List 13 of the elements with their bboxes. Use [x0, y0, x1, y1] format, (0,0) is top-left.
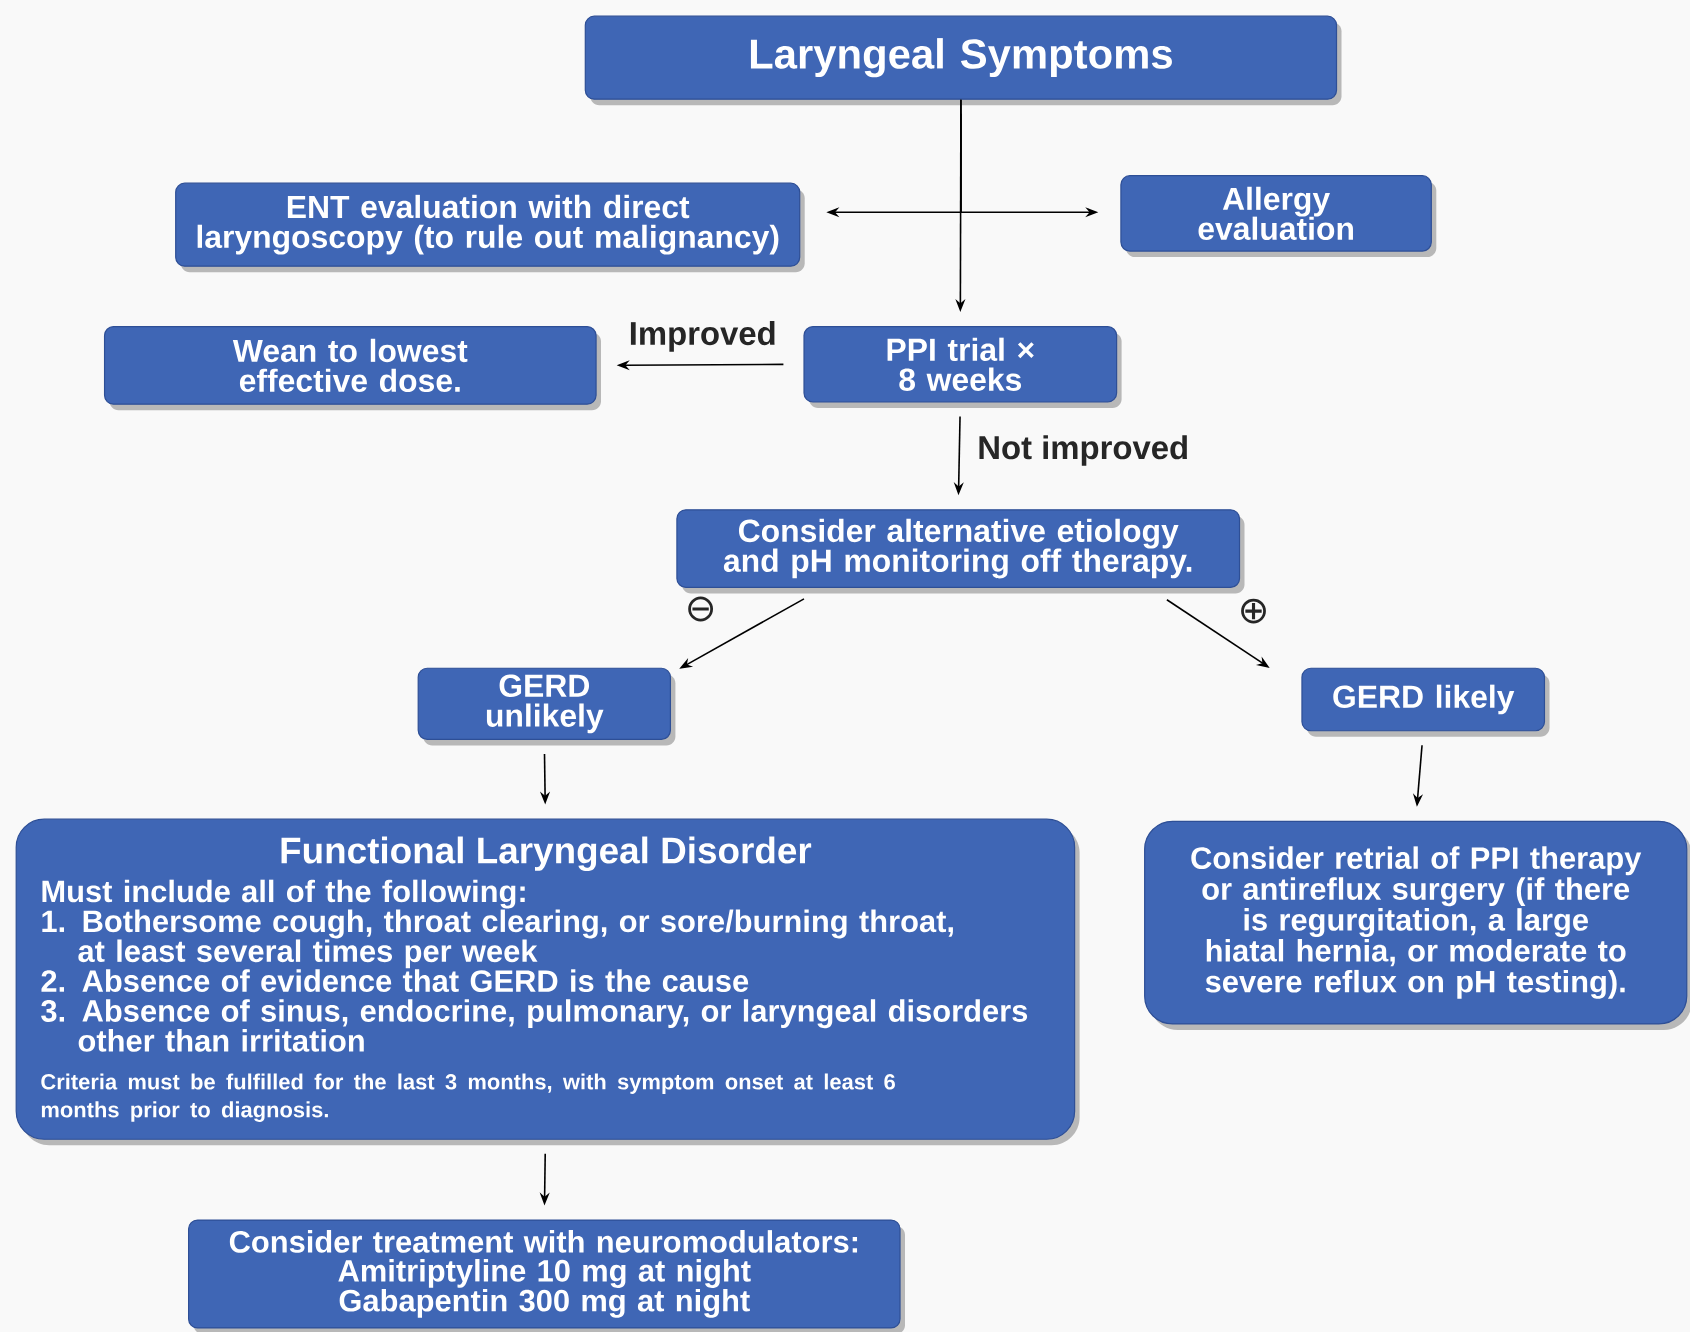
process-box: Consider retrial of PPI therapy or antireflux surgery (if there is regurgitation, a large hiatal hernia, or moderate to severe reflux on pH testing).: [1144, 820, 1690, 1030]
process-box: GERD unlikely: [417, 667, 676, 746]
heading-box: Laryngeal Symptoms: [584, 15, 1342, 106]
process-box: PPI trial × 8 weeks: [803, 326, 1122, 408]
edge-label: Improved: [626, 319, 779, 354]
process-box: Consider alternative etiology and pH monitoring off therapy.: [676, 509, 1245, 594]
criteria-box: Functional Laryngeal Disorder Must include all of the following: 1. Bothersome cough, throat clearing, or sore/burning throat, at least several times per week 2. Absence of evidence that GERD is the cause 3. Absence of sinus, endocrine, pulmonary, or laryngeal disorders other than irritation Criteria must be fulfilled for the last 3 months, with symptom onset at least 6 months prior to diagnosis.: [15, 818, 1080, 1146]
process-box: Wean to lowest effective dose.: [103, 326, 601, 411]
process-box: Consider treatment with neuromodulators: Amitriptyline 10 mg at night Gabapentin 300 mg at night: [188, 1219, 905, 1332]
edge-label: Not improved: [975, 433, 1192, 468]
process-box: Allergy evaluation: [1120, 175, 1437, 258]
process-box: ENT evaluation with direct laryngoscopy (to rule out malignancy): [175, 182, 805, 273]
process-box: GERD likely: [1301, 667, 1550, 737]
